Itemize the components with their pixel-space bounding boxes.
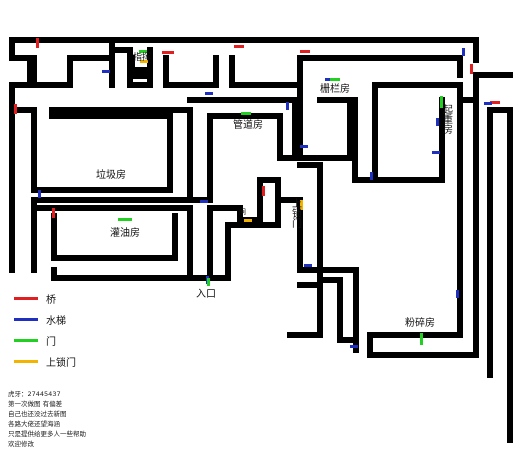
locked-door-marker: [300, 200, 303, 210]
ladder-marker: [304, 264, 312, 267]
door-marker: [330, 78, 340, 81]
legend-row-door: 门: [14, 332, 174, 349]
bridge-marker: [262, 186, 265, 196]
wall-right-structure: [317, 72, 513, 358]
bridge-marker: [234, 45, 244, 48]
ladder-swatch-icon: [14, 318, 38, 321]
legend-label: 水梯: [46, 316, 66, 327]
bridge-marker: [162, 51, 174, 54]
author-credits: 虎牙：27445437 第一次做图 有偏差 自己也还没过去新图 各路大佬还望海涵…: [8, 389, 86, 449]
wall-right-lower: [287, 267, 359, 353]
label-zhihui: 指挥: [133, 51, 151, 63]
credit-line: 自己也还没过去新图: [8, 410, 67, 418]
locked-door-swatch-icon: [14, 360, 38, 363]
door-marker: [241, 112, 251, 115]
bridge-marker: [36, 38, 39, 48]
credit-line: 第一次做图 有偏差: [8, 400, 63, 408]
credit-line: 欢迎修改: [8, 440, 34, 448]
credit-line: 只是提供给更多人一些帮助: [8, 430, 86, 438]
label-laji: 垃圾房: [96, 168, 126, 181]
wall-left-lower: [31, 205, 193, 281]
ladder-marker: [300, 145, 308, 148]
ladder-marker: [325, 78, 333, 81]
ladder-marker: [286, 102, 289, 110]
wall-top-corridor-outer: [9, 37, 479, 113]
legend-label: 门: [46, 337, 56, 348]
bridge-swatch-icon: [14, 297, 38, 300]
legend-label: 桥: [46, 295, 56, 306]
bridge-marker: [470, 64, 473, 74]
credit-line: 虎牙：27445437: [8, 390, 61, 398]
ladder-marker: [205, 92, 213, 95]
ladder-marker: [484, 102, 492, 105]
ladder-marker: [350, 345, 358, 348]
door-swatch-icon: [14, 339, 38, 342]
bridge-marker: [490, 101, 500, 104]
door-marker: [118, 218, 132, 221]
door-marker: [420, 333, 423, 345]
bridge-marker: [14, 104, 17, 114]
door-markers: [118, 50, 443, 345]
door-marker: [207, 278, 210, 286]
locked-door-marker: [244, 219, 252, 222]
label-fensui: 粉碎房: [405, 316, 435, 329]
ladder-marker: [432, 151, 440, 154]
label-guandao: 管道房: [233, 118, 263, 131]
label-zha: 闸: [239, 208, 246, 216]
label-qizhong: 起重房: [441, 104, 453, 135]
legend-row-locked-door: 上锁门: [14, 353, 174, 370]
ladder-marker: [102, 70, 110, 73]
ladder-marker: [456, 290, 459, 298]
ladder-marker: [200, 200, 208, 203]
map-legend: 桥 水梯 门 上锁门: [14, 290, 174, 374]
legend-label: 上锁门: [46, 358, 76, 369]
ladder-marker: [436, 118, 439, 126]
wall-corridor-center: [297, 97, 353, 338]
locked-door-marker: [140, 60, 148, 63]
wall-top-corridor-inner: [31, 55, 463, 88]
bridge-marker: [52, 208, 55, 218]
bridge-marker: [300, 50, 310, 53]
ladder-marker: [370, 172, 373, 180]
wall-left-block: [9, 107, 193, 273]
door-marker: [440, 96, 443, 108]
label-locked-door: 上锁门: [290, 198, 302, 229]
label-guanyou: 灌油房: [110, 226, 140, 239]
bridge-markers: [14, 38, 500, 218]
wall-entrance-area: [207, 177, 323, 281]
locked-door-markers: [140, 60, 303, 222]
wall-far-right: [297, 97, 513, 443]
legend-row-bridge: 桥: [14, 290, 174, 307]
label-entrance: 入口: [196, 289, 216, 300]
ladder-marker: [38, 190, 41, 198]
door-marker: [139, 50, 147, 53]
ladder-marker: [462, 48, 465, 56]
credit-line: 各路大佬还望海涵: [8, 420, 60, 428]
legend-row-ladder: 水梯: [14, 311, 174, 328]
wall-zhihui-room: [109, 47, 153, 88]
label-zhalan: 栅栏房: [320, 82, 350, 95]
